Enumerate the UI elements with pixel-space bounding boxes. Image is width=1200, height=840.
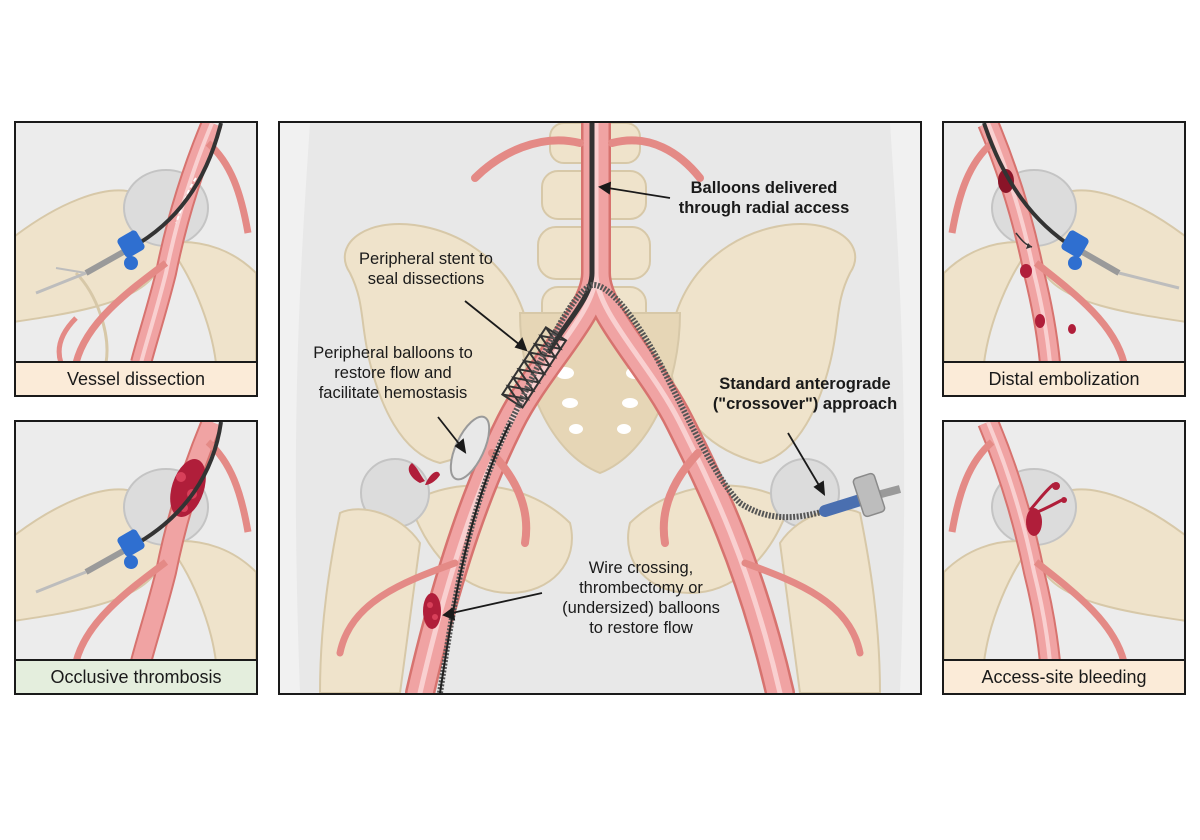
label-balloons-radial: Balloons delivered through radial access	[678, 179, 850, 217]
occlusive-thrombosis-caption: Occlusive thrombosis	[16, 659, 256, 693]
vessel-dissection-caption: Vessel dissection	[16, 361, 256, 395]
center-illustration	[280, 123, 920, 693]
vessel-dissection-illustration	[16, 123, 256, 363]
label-peripheral-balloons: Peripheral balloons to restore flow and …	[313, 344, 473, 402]
stent-graphic	[500, 325, 568, 409]
panel-center-bailout: Balloons delivered through radial access…	[278, 121, 922, 695]
label-wire-crossing: Wire crossing, thrombectomy or (undersiz…	[562, 559, 720, 637]
access-site-bleeding-illustration	[944, 422, 1184, 662]
panel-access-site-bleeding: Access-site bleeding	[942, 420, 1186, 695]
access-site-bleeding-caption: Access-site bleeding	[944, 659, 1184, 693]
distal-embolization-caption: Distal embolization	[944, 361, 1184, 395]
distal-embolization-illustration	[944, 123, 1184, 363]
panel-occlusive-thrombosis: Occlusive thrombosis	[14, 420, 258, 695]
panel-vessel-dissection: Vessel dissection	[14, 121, 258, 397]
label-standard-approach: Standard anterograde ("crossover") appro…	[712, 375, 898, 413]
occlusive-thrombosis-illustration	[16, 422, 256, 662]
panel-distal-embolization: Distal embolization	[942, 121, 1186, 397]
label-peripheral-stent: Peripheral stent to seal dissections	[359, 250, 493, 288]
